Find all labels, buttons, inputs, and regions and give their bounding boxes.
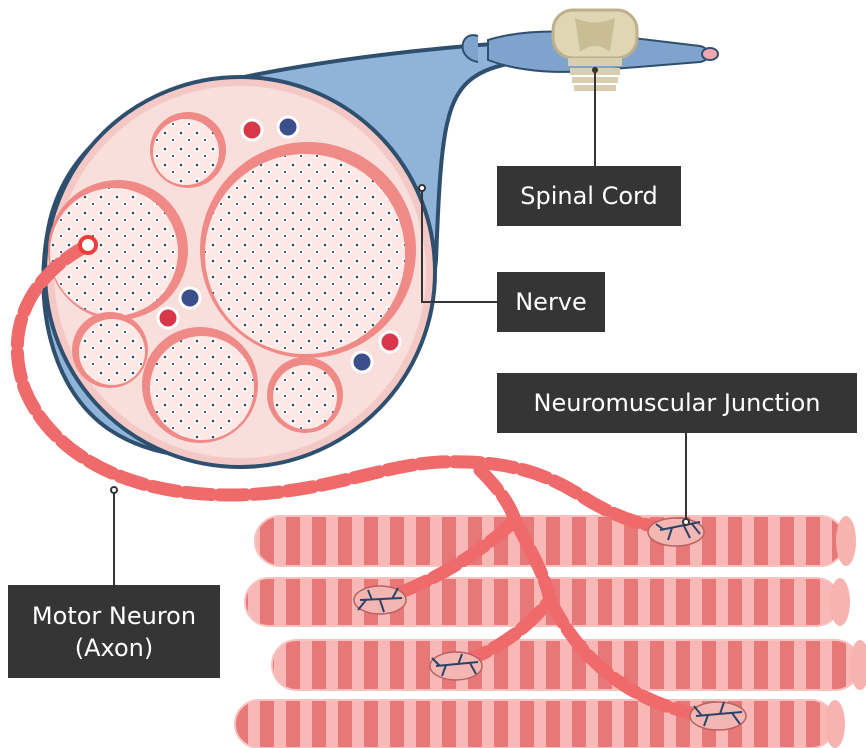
muscle-fibers xyxy=(235,516,866,748)
nerve-label: Nerve xyxy=(497,272,605,332)
muscle-fiber-4 xyxy=(235,700,845,748)
motor-neuron-label-line2: (Axon) xyxy=(75,632,154,664)
motor-neuron-label: Motor Neuron (Axon) xyxy=(8,585,220,678)
neuromuscular-junction-label: Neuromuscular Junction xyxy=(497,373,857,433)
junction-4 xyxy=(690,702,746,730)
muscle-fiber-1 xyxy=(255,516,856,566)
muscle-fiber-3 xyxy=(272,640,866,690)
junction-2 xyxy=(354,586,406,614)
spinal-cord xyxy=(463,10,718,91)
fascicle-large xyxy=(200,142,416,358)
junction-1 xyxy=(648,518,704,546)
junction-3 xyxy=(430,652,482,680)
fascicle-bottom xyxy=(142,327,258,443)
spinal-cord-label: Spinal Cord xyxy=(497,166,681,226)
fascicle-lower-left xyxy=(72,312,148,388)
fascicle-bottom-right xyxy=(267,357,343,433)
motor-neuron-label-line1: Motor Neuron xyxy=(32,600,196,632)
fascicle-top xyxy=(150,112,226,188)
